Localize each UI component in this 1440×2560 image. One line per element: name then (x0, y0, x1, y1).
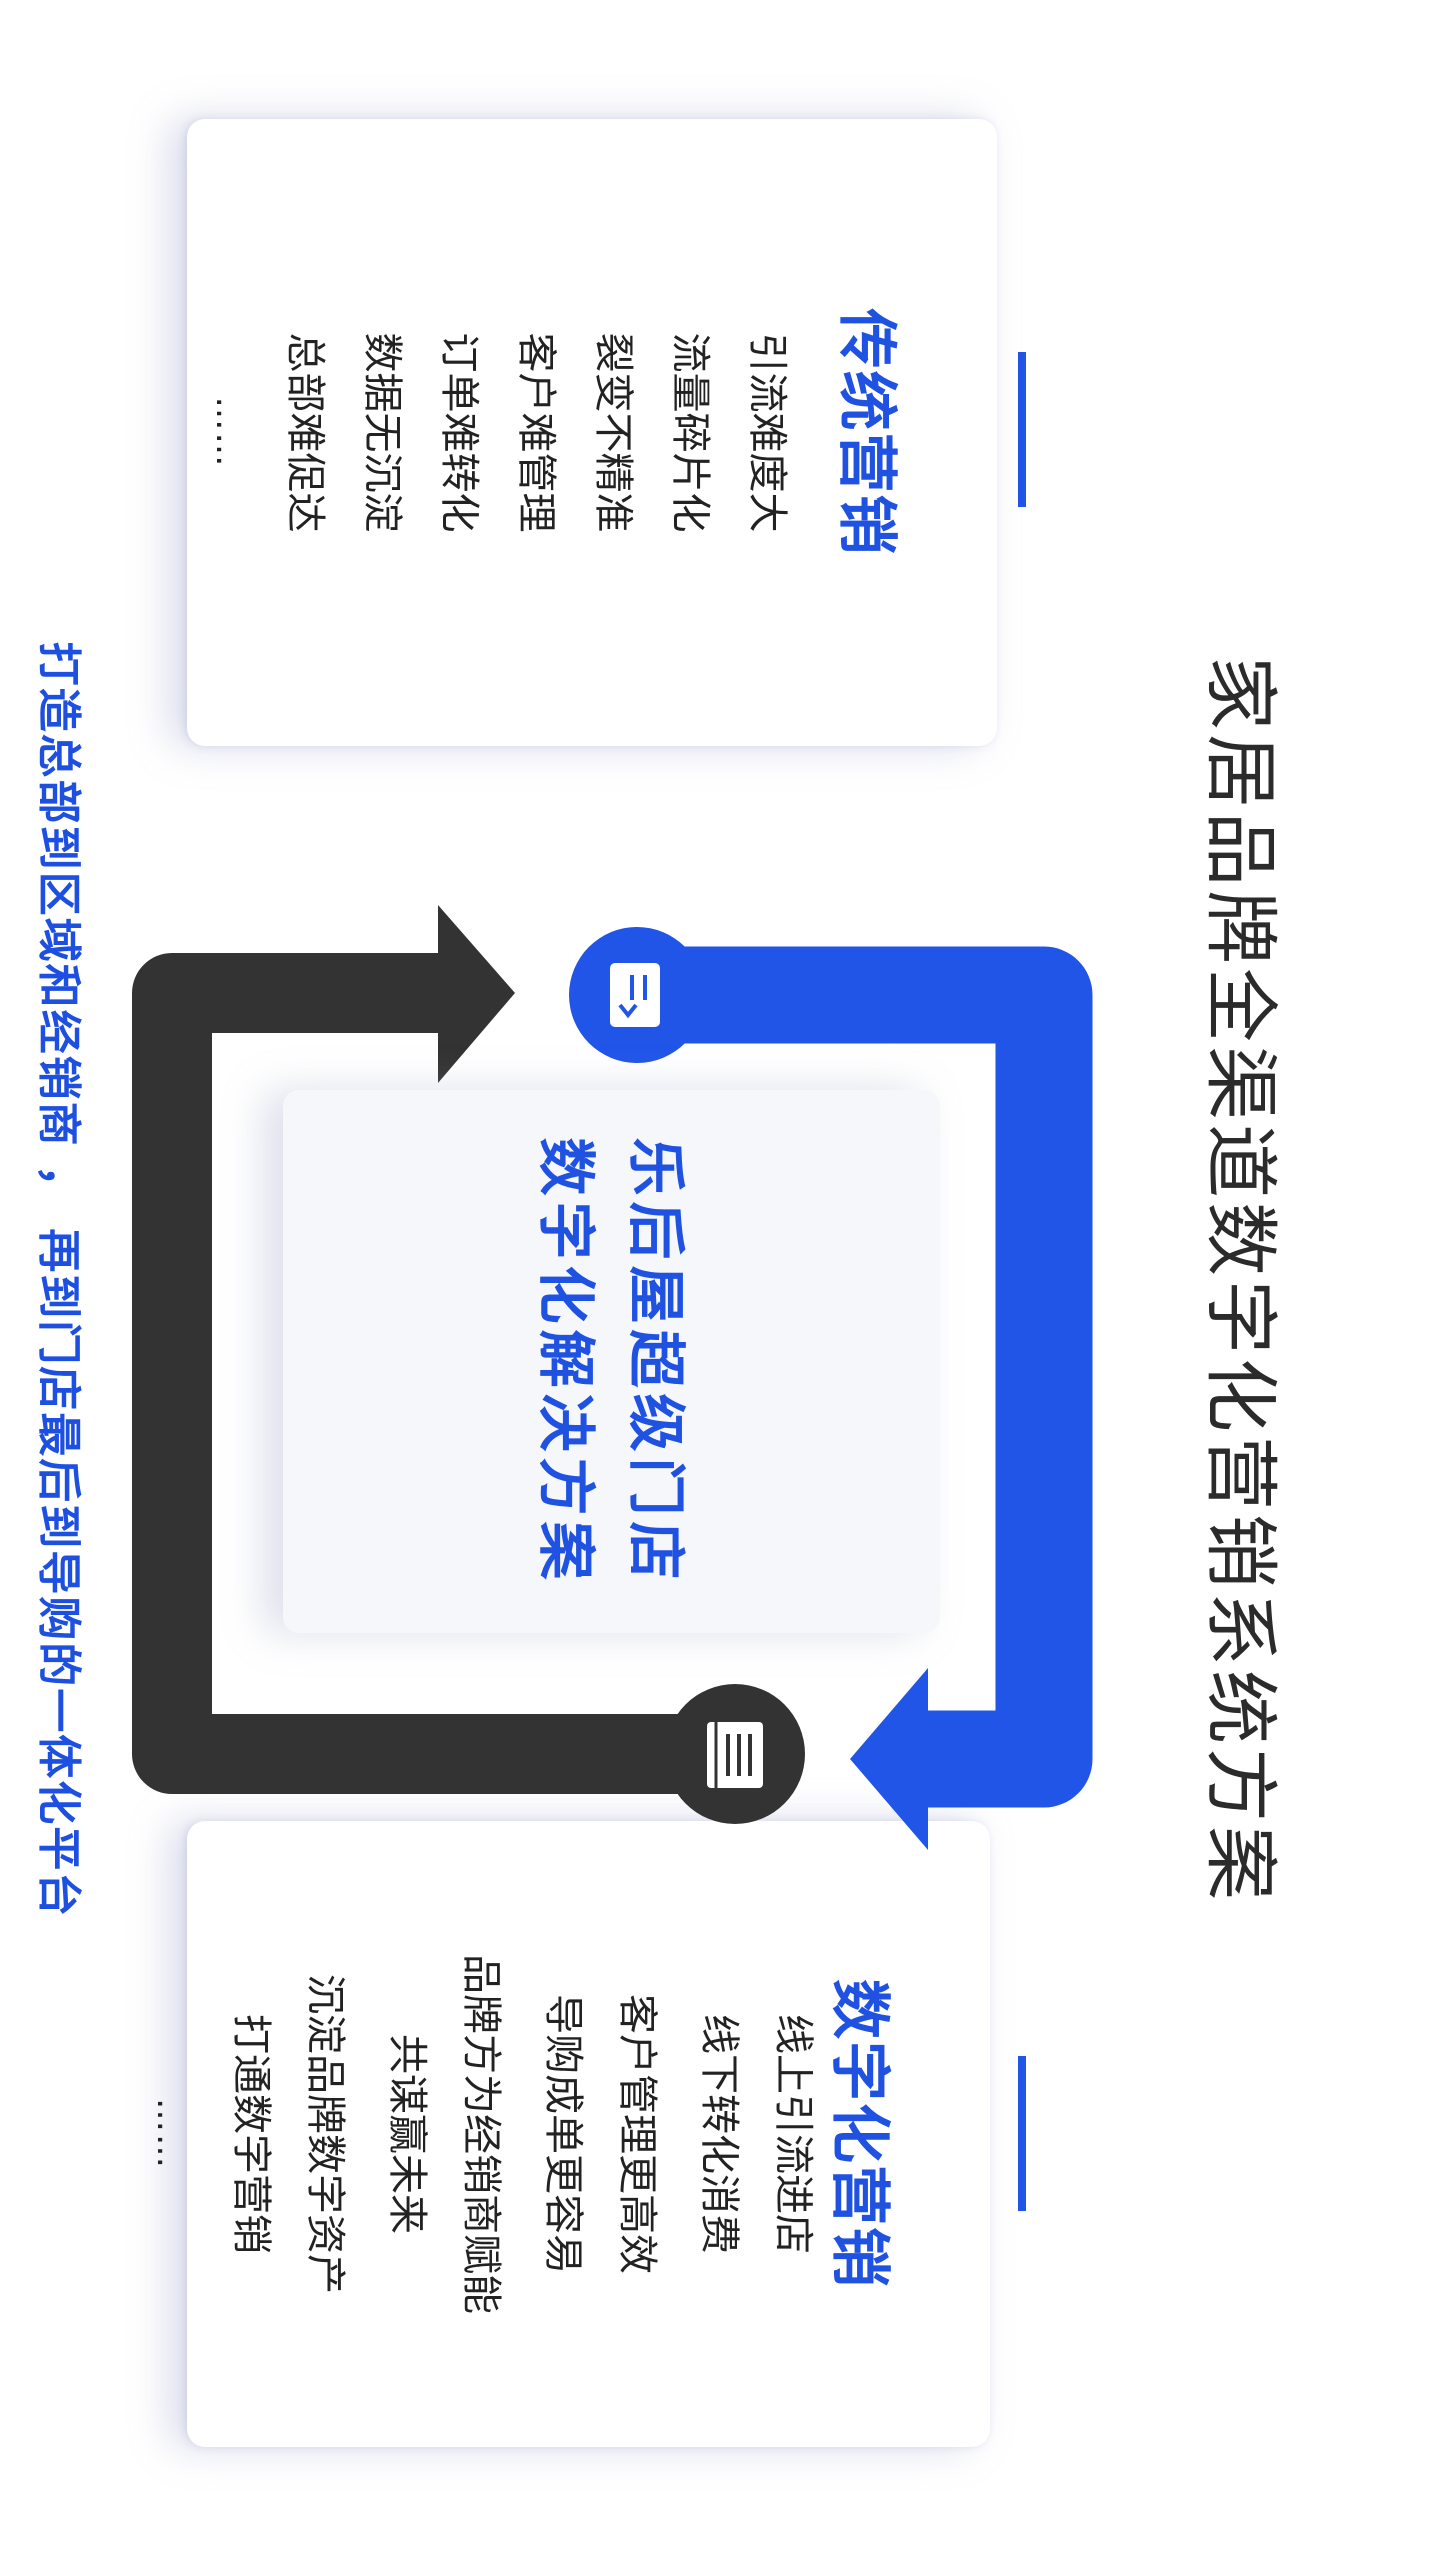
solution-center-box: 乐后屋超级门店 数字化解决方案 (283, 1090, 940, 1633)
blue-cycle-arrow (637, 946, 1093, 1808)
solution-title-line2: 数字化解决方案 (532, 1137, 601, 1586)
dark-circle-store-icon (665, 1684, 805, 1824)
dark-cycle-arrow (132, 953, 735, 1794)
page-subtitle: 打造总部到区域和经销商 ， 再到门店最后到导购的一体化平台 (33, 641, 84, 1919)
blue-arrowhead (850, 1668, 928, 1850)
solution-title-line1: 乐后屋超级门店 (622, 1137, 691, 1586)
blue-circle-login-icon (569, 927, 705, 1063)
dark-arrowhead (438, 905, 515, 1083)
